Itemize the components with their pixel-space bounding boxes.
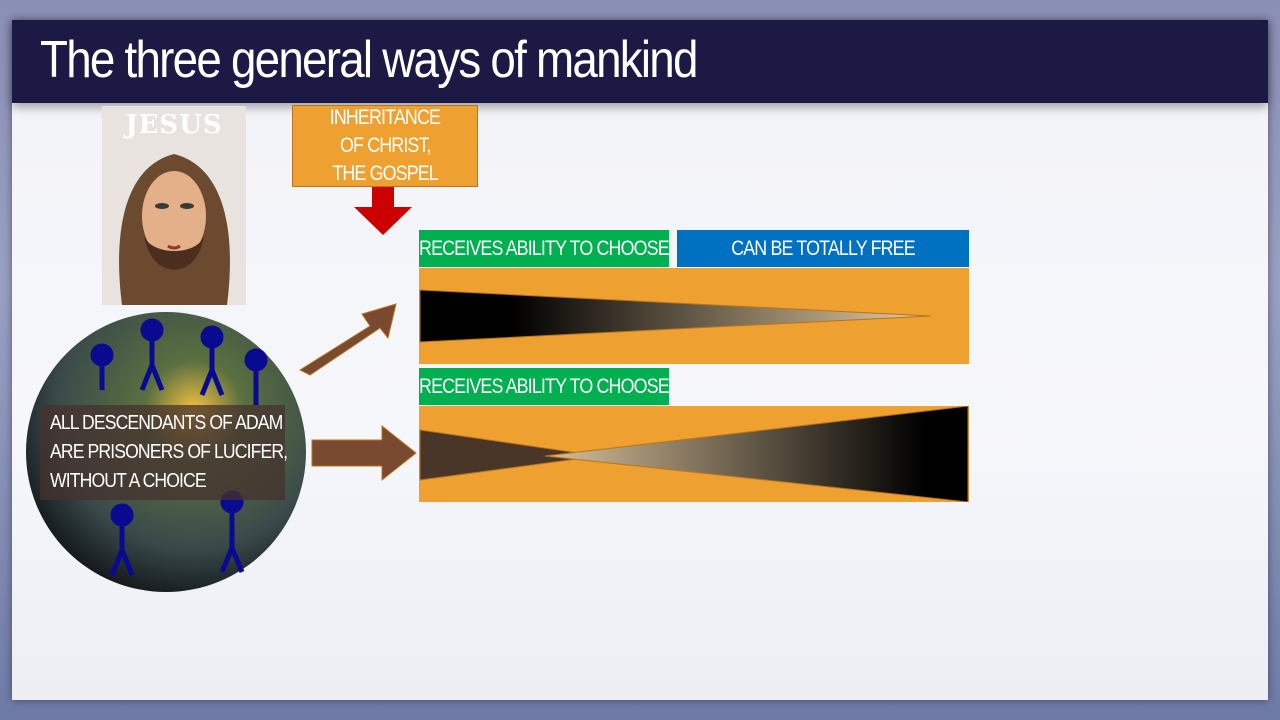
inheritance-of-christ-box: INHERITANCE OF CHRIST, THE GOSPEL	[292, 105, 478, 187]
narrowing-wedge	[419, 289, 931, 343]
inheritance-line-2: OF CHRIST,	[339, 134, 432, 157]
right-arrow-icon	[311, 424, 417, 482]
diagonal-arrow-icon	[298, 303, 397, 376]
inheritance-line-1: INHERITANCE	[329, 106, 441, 129]
red-down-arrow-icon	[354, 187, 412, 235]
caption-line-1: ALL DESCENDANTS OF ADAM	[50, 412, 283, 434]
receives-ability-label-1: RECEIVES ABILITY TO CHOOSE	[419, 230, 670, 267]
totally-free-label: CAN BE TOTALLY FREE	[677, 230, 969, 267]
path-2-band	[419, 405, 969, 503]
slide-title: The three general ways of mankind	[40, 31, 698, 89]
inheritance-line-3: THE GOSPEL	[332, 162, 438, 185]
slide: The three general ways of mankind JESUS …	[12, 20, 1268, 700]
caption-line-3: WITHOUT A CHOICE	[50, 470, 207, 492]
brown-arrows	[298, 303, 417, 482]
widening-wedge	[419, 405, 969, 503]
path-1-band	[419, 268, 969, 364]
globe-caption: ALL DESCENDANTS OF ADAM ARE PRISONERS OF…	[40, 405, 288, 500]
jesus-portrait-image: JESUS	[102, 106, 246, 305]
caption-line-2: ARE PRISONERS OF LUCIFER,	[50, 441, 288, 463]
title-bar: The three general ways of mankind	[12, 20, 1268, 103]
receives-ability-label-2: RECEIVES ABILITY TO CHOOSE	[419, 368, 670, 405]
